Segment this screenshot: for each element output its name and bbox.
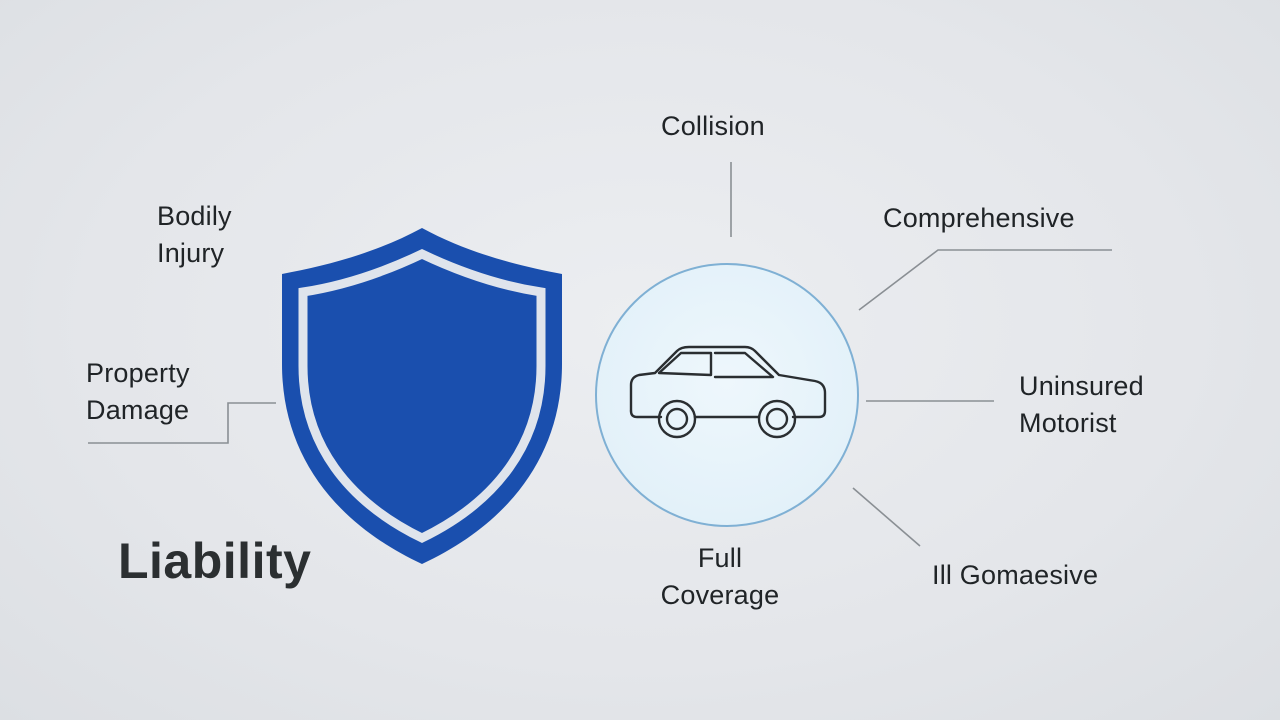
full-coverage-circle — [595, 263, 859, 527]
label-bodily-injury: Bodily Injury — [157, 198, 232, 272]
car-icon — [629, 345, 827, 439]
label-full-coverage-line-1: Full — [697, 543, 743, 573]
label-comprehensive: Comprehensive — [883, 203, 1075, 233]
connector-comprehensive — [858, 249, 1112, 311]
label-full-coverage: Full Coverage — [640, 540, 800, 614]
label-property-damage: Property Damage — [86, 355, 190, 429]
label-bodily-injury-line-2: Injury — [157, 238, 225, 268]
diagram-title: Liability — [118, 533, 312, 589]
connector-property-damage — [88, 402, 276, 444]
label-property-damage-line-1: Property — [86, 358, 190, 388]
label-uninsured-motorist-line-1: Uninsured — [1019, 371, 1144, 401]
label-garbled: Ill Gomaesive — [932, 560, 1099, 590]
label-uninsured-motorist-line-2: Motorist — [1019, 408, 1117, 438]
label-uninsured-motorist: Uninsured Motorist — [1019, 368, 1144, 442]
label-collision: Collision — [661, 111, 765, 141]
label-full-coverage-line-2: Coverage — [660, 580, 780, 610]
connector-garbled — [852, 487, 921, 547]
label-property-damage-line-2: Damage — [86, 395, 190, 425]
shield-icon — [280, 224, 565, 569]
label-bodily-injury-line-1: Bodily — [157, 201, 232, 231]
